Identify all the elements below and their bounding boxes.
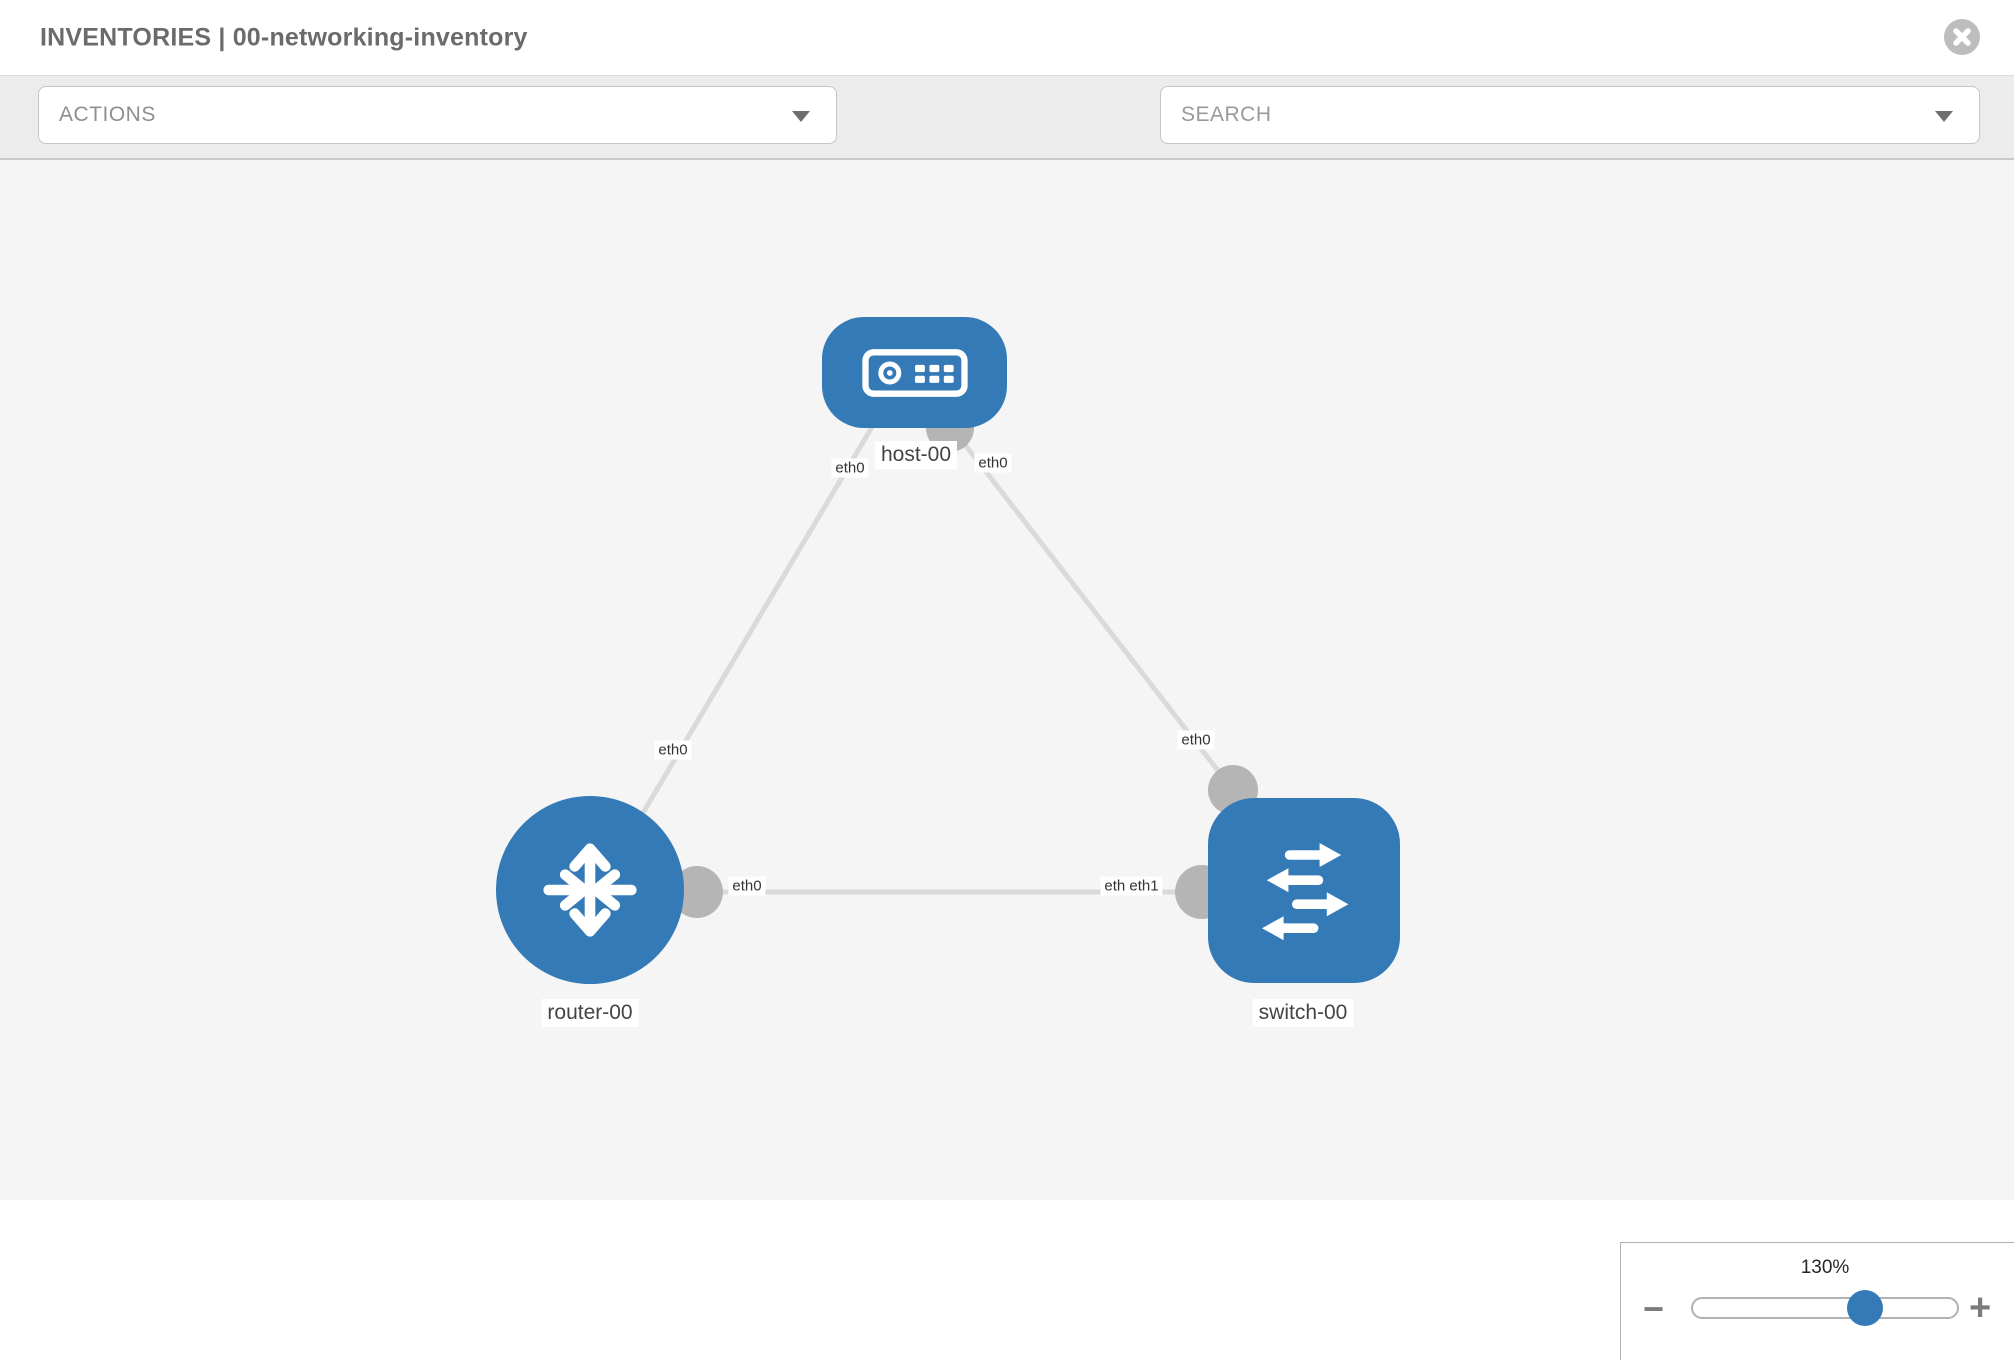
link-host-router <box>615 420 878 857</box>
node-switch-00[interactable] <box>1208 798 1400 983</box>
interface-dot-router <box>671 866 723 918</box>
node-label-host: host-00 <box>874 441 958 469</box>
zoom-out-button[interactable]: − <box>1643 1288 1665 1329</box>
node-label-router: router-00 <box>541 999 639 1027</box>
close-button[interactable] <box>1944 19 1980 55</box>
zoom-slider-track[interactable] <box>1691 1297 1959 1319</box>
zoom-panel: 130% − + <box>1620 1242 2014 1360</box>
close-icon <box>1944 19 1980 55</box>
search-box <box>1160 86 1980 144</box>
header: INVENTORIES | 00-networking-inventory <box>0 0 2014 76</box>
chevron-down-icon <box>792 111 810 122</box>
toolbar: ACTIONS <box>0 76 2014 204</box>
interface-label: eth0 <box>831 458 869 478</box>
topology-canvas[interactable]: host-00 router-00 switch-00 eth0 eth0 et… <box>0 160 2014 1360</box>
actions-dropdown-label: ACTIONS <box>59 103 156 126</box>
actions-dropdown[interactable]: ACTIONS <box>38 86 837 144</box>
interface-label: eth0 <box>1177 730 1215 750</box>
node-host-00[interactable] <box>822 317 1007 428</box>
interface-label: eth0 <box>728 876 766 896</box>
interface-label: eth0 <box>974 453 1012 473</box>
link-host-switch <box>950 426 1235 792</box>
page-title: INVENTORIES | 00-networking-inventory <box>40 23 528 51</box>
switch-icon <box>1262 842 1349 940</box>
interface-label: eth1 <box>1125 876 1163 896</box>
zoom-level: 130% <box>1800 1257 1850 1278</box>
host-icon <box>861 348 968 397</box>
topology-links-layer <box>615 404 1258 919</box>
node-label-switch: switch-00 <box>1252 999 1354 1027</box>
zoom-in-button[interactable]: + <box>1969 1287 1992 1329</box>
interface-label: eth0 <box>654 740 692 760</box>
search-chevron-down-icon[interactable] <box>1935 111 1953 122</box>
node-router-00[interactable] <box>496 796 684 984</box>
search-input[interactable] <box>1161 87 1979 143</box>
router-icon <box>543 843 637 937</box>
zoom-slider-knob[interactable] <box>1847 1290 1883 1326</box>
